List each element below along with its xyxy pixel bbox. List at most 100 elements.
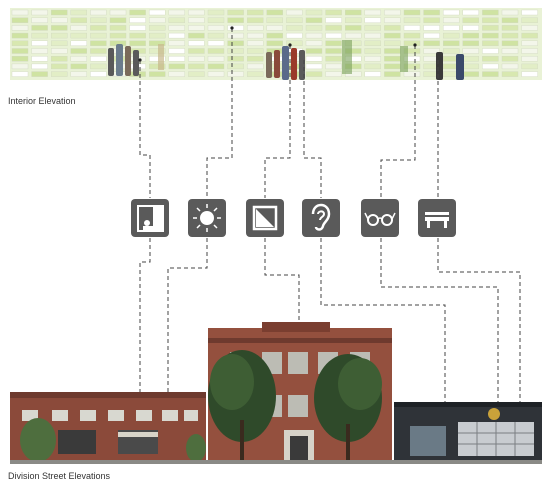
- interior-panel: [521, 32, 538, 39]
- interior-panel: [345, 9, 362, 16]
- interior-panel: [51, 48, 68, 54]
- interior-panel: [11, 40, 29, 46]
- interior-panel: [168, 9, 186, 16]
- interior-panel: [148, 25, 166, 31]
- interior-panel: [266, 40, 283, 46]
- ear-icon: [302, 199, 340, 237]
- interior-panel: [501, 71, 519, 77]
- interior-panel: [364, 25, 381, 31]
- interior-panel: [246, 32, 264, 39]
- interior-panel: [443, 48, 460, 54]
- interior-panel: [443, 9, 460, 16]
- interior-panel: [325, 56, 342, 62]
- interior-panel: [31, 40, 48, 46]
- interior-panel: [31, 9, 48, 16]
- interior-panel: [148, 71, 166, 77]
- interior-panel: [11, 56, 29, 62]
- connector-bench-down: [437, 238, 521, 455]
- interior-panel: [207, 40, 225, 46]
- interior-panel: [305, 9, 323, 16]
- interior-panel: [168, 32, 186, 39]
- glasses-icon: [361, 199, 399, 237]
- interior-panel: [246, 71, 264, 77]
- interior-panel: [11, 17, 29, 23]
- interior-panel: [345, 17, 362, 23]
- interior-panel: [305, 71, 323, 77]
- interior-panel: [51, 25, 68, 31]
- interior-panel: [207, 48, 225, 54]
- interior-panel: [266, 17, 283, 23]
- interior-panel: [246, 17, 264, 23]
- interior-panel: [188, 32, 205, 39]
- interior-panel: [325, 63, 342, 70]
- interior-panel: [188, 17, 205, 23]
- interior-panel: [51, 40, 68, 46]
- street-elevations-caption: Division Street Elevations: [8, 471, 111, 481]
- interior-panel: [207, 56, 225, 62]
- interior-panel: [207, 71, 225, 77]
- interior-panel: [227, 32, 244, 39]
- interior-panel: [384, 25, 401, 31]
- interior-panel: [482, 40, 499, 46]
- interior-panel: [90, 32, 107, 39]
- interior-panel: [345, 25, 362, 31]
- interior-panel: [31, 56, 48, 62]
- connector-ear-down: [320, 238, 446, 420]
- interior-panel: [90, 56, 107, 62]
- interior-panel: [51, 56, 68, 62]
- interior-panel: [90, 17, 107, 23]
- interior-panel: [31, 25, 48, 31]
- interior-panel: [207, 9, 225, 16]
- connector-ear: [303, 60, 322, 198]
- interior-panel: [501, 48, 519, 54]
- interior-panel: [364, 71, 381, 77]
- interior-elevation-caption: Interior Elevation: [8, 96, 76, 106]
- interior-panel: [90, 9, 107, 16]
- interior-panel: [384, 9, 401, 16]
- interior-panel: [70, 71, 88, 77]
- interior-panel: [129, 25, 146, 31]
- interior-panel: [129, 9, 146, 16]
- interior-panel: [227, 56, 244, 62]
- interior-panel: [364, 32, 381, 39]
- interior-panel: [188, 56, 205, 62]
- interior-panel: [462, 40, 479, 46]
- interior-panel: [482, 48, 499, 54]
- interior-panel: [423, 48, 440, 54]
- interior-panel: [345, 71, 362, 77]
- interior-panel: [168, 40, 186, 46]
- interior-panel: [207, 25, 225, 31]
- interior-panel: [227, 25, 244, 31]
- interior-panel: [423, 17, 440, 23]
- interior-panel: [207, 17, 225, 23]
- interior-panel: [266, 25, 283, 31]
- interior-panel: [148, 63, 166, 70]
- interior-panel: [325, 48, 342, 54]
- interior-panel: [11, 25, 29, 31]
- interior-panel: [521, 48, 538, 54]
- interior-panel: [51, 9, 68, 16]
- connector-window: [264, 45, 291, 198]
- connector-lines: [139, 28, 521, 460]
- interior-panel: [482, 56, 499, 62]
- connector-startpoints: [138, 26, 417, 62]
- interior-panel: [521, 71, 538, 77]
- interior-panel: [521, 40, 538, 46]
- interior-panel: [384, 48, 401, 54]
- interior-panel: [51, 17, 68, 23]
- interior-panel: [325, 40, 342, 46]
- interior-panel: [246, 40, 264, 46]
- interior-panel: [403, 9, 421, 16]
- interior-panel: [501, 56, 519, 62]
- interior-panel: [188, 48, 205, 54]
- interior-panel: [384, 40, 401, 46]
- interior-panel: [403, 71, 421, 77]
- interior-panel: [403, 17, 421, 23]
- interior-panel: [31, 48, 48, 54]
- connector-sun: [206, 28, 233, 198]
- interior-panel: [364, 17, 381, 23]
- interior-panel: [384, 56, 401, 62]
- window-frame-icon: [246, 199, 284, 237]
- interior-panel: [286, 25, 303, 31]
